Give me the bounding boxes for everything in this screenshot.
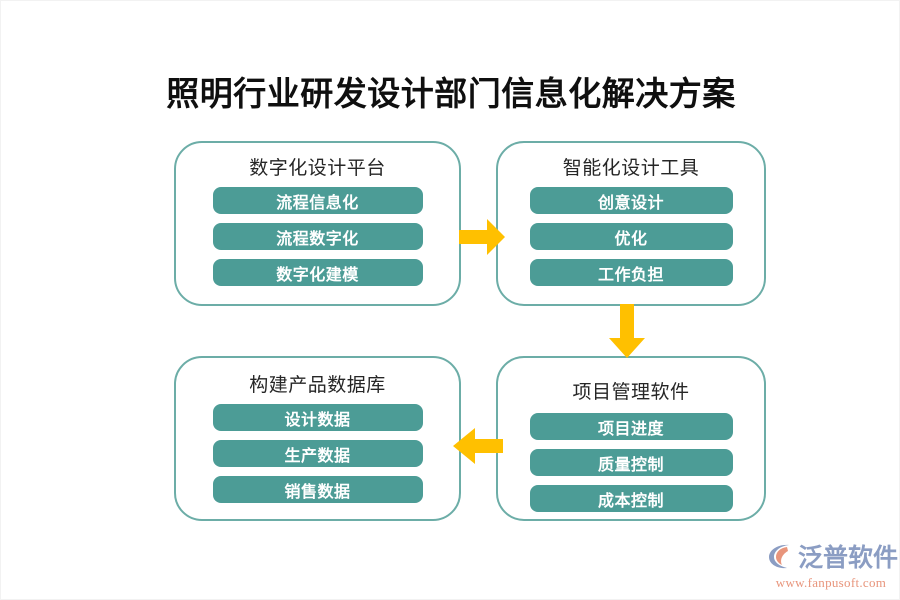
node-item[interactable]: 数字化建模 [212,259,423,286]
node-item[interactable]: 质量控制 [529,449,733,476]
node-item[interactable]: 项目进度 [529,413,733,440]
node-title-digital-platform: 数字化设计平台 [249,158,386,179]
node-item[interactable]: 优化 [529,223,733,250]
brand-name: 泛普软件 [798,543,899,572]
node-item[interactable]: 工作负担 [529,259,733,286]
node-box-product-db[interactable]: 构建产品数据库 设计数据 生产数据 销售数据 [174,356,461,521]
node-item[interactable]: 销售数据 [212,476,423,503]
page-title: 照明行业研发设计部门信息化解决方案 [166,77,736,113]
arrow-left-icon [453,428,503,464]
node-item-list-product-db: 设计数据 生产数据 销售数据 [176,404,459,512]
arrow-right-icon [459,219,505,255]
node-item[interactable]: 成本控制 [529,485,733,512]
node-item[interactable]: 生产数据 [212,440,423,467]
node-item-list-smart-tools: 创意设计 优化 工作负担 [498,187,764,295]
node-box-project-mgmt[interactable]: 项目管理软件 项目进度 质量控制 成本控制 [496,356,766,521]
node-title-product-db: 构建产品数据库 [249,375,386,396]
node-title-project-mgmt: 项目管理软件 [572,382,690,403]
node-title-smart-tools: 智能化设计工具 [562,158,700,179]
node-item-list-digital-platform: 流程信息化 流程数字化 数字化建模 [176,187,459,295]
brand-logo-row: 泛普软件 [766,541,899,576]
node-item[interactable]: 创意设计 [529,187,733,214]
node-item-list-project-mgmt: 项目进度 质量控制 成本控制 [498,413,764,521]
node-item[interactable]: 流程数字化 [212,223,423,250]
arrow-down-icon [609,304,645,358]
node-box-smart-tools[interactable]: 智能化设计工具 创意设计 优化 工作负担 [496,141,766,306]
node-box-digital-platform[interactable]: 数字化设计平台 流程信息化 流程数字化 数字化建模 [174,141,461,306]
fanpu-logo-icon [766,541,796,576]
brand-logo: 泛普软件 www.fanpusoft.com [766,541,899,592]
node-item[interactable]: 设计数据 [212,404,423,431]
node-item[interactable]: 流程信息化 [212,187,423,214]
brand-url: www.fanpusoft.com [775,575,887,590]
